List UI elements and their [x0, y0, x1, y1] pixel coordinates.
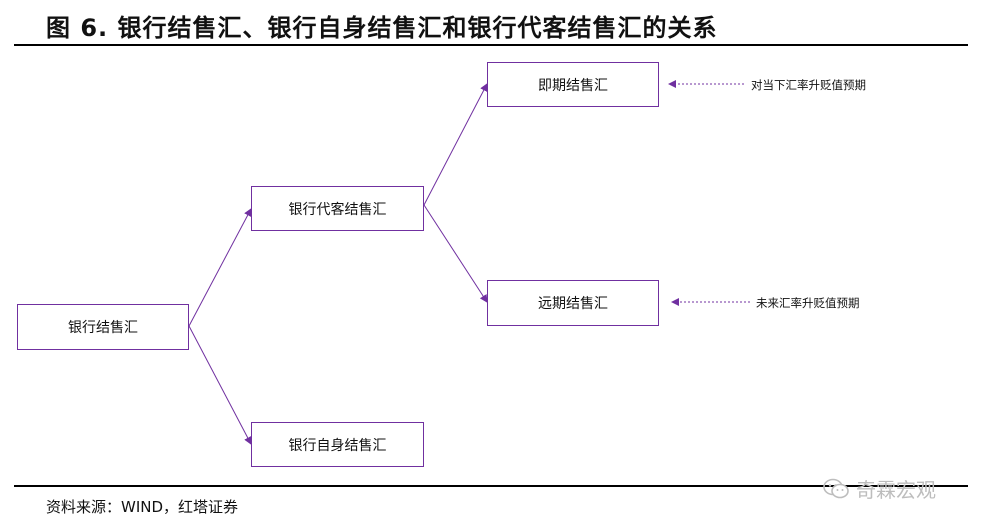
edge-agent-to-spot [423, 83, 488, 206]
top-rule [14, 44, 968, 46]
edge-agent-to-forward [423, 204, 488, 303]
figure-title: 图 6. 银行结售汇、银行自身结售汇和银行代客结售汇的关系 [46, 14, 718, 42]
edge-root-to-self [188, 325, 252, 445]
watermark: 奇霖宏观 [822, 474, 936, 503]
node-forward-fx-settlement: 远期结售汇 [487, 280, 659, 326]
node-spot-fx-settlement: 即期结售汇 [487, 62, 659, 107]
edge-root-to-agent [188, 208, 252, 327]
watermark-text: 奇霖宏观 [856, 478, 936, 502]
bottom-rule [14, 485, 968, 487]
note-spot-expectation: 对当下汇率升贬值预期 [751, 78, 866, 92]
node-agent-fx-settlement: 银行代客结售汇 [251, 186, 424, 231]
wechat-icon [823, 478, 849, 498]
source-note: 资料来源：WIND，红塔证券 [46, 498, 239, 516]
note-forward-expectation: 未来汇率升贬值预期 [756, 296, 860, 310]
node-bank-fx-settlement: 银行结售汇 [17, 304, 189, 350]
node-self-fx-settlement: 银行自身结售汇 [251, 422, 424, 467]
